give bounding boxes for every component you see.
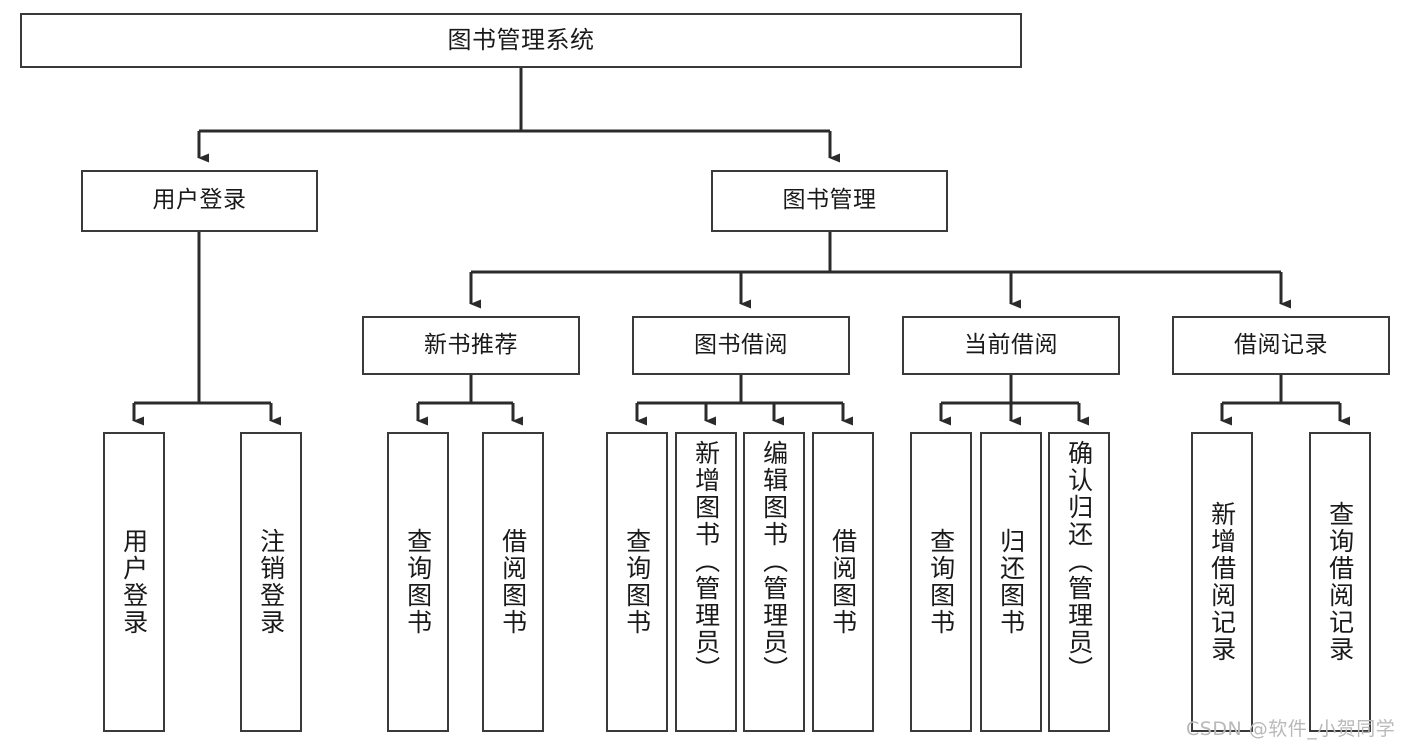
node-book-management[interactable]: 图书管理 [711,170,948,232]
node-leaf-query-record-label: 查询借阅记录 [1325,501,1355,663]
node-leaf-query-book-2[interactable]: 查询图书 [606,432,668,732]
node-leaf-logout[interactable]: 注销登录 [240,432,302,732]
node-leaf-query-book-3-label: 查询图书 [926,528,956,636]
node-root[interactable]: 图书管理系统 [20,13,1022,68]
node-leaf-borrow-book-2[interactable]: 借阅图书 [812,432,874,732]
node-book-borrow[interactable]: 图书借阅 [632,316,850,375]
node-leaf-add-book[interactable]: 新增图书（管理员） [675,432,737,732]
node-new-book-recommend-label: 新书推荐 [424,331,518,358]
node-leaf-add-record-label: 新增借阅记录 [1207,501,1237,663]
node-leaf-add-record[interactable]: 新增借阅记录 [1191,432,1253,732]
node-book-borrow-label: 图书借阅 [694,331,788,358]
node-leaf-edit-book-label: 编辑图书（管理员） [759,440,789,683]
node-root-label: 图书管理系统 [447,26,595,55]
node-book-management-label: 图书管理 [782,187,877,214]
node-leaf-return-book-label: 归还图书 [996,528,1026,636]
node-current-borrow-label: 当前借阅 [964,331,1058,358]
node-leaf-borrow-book-1-label: 借阅图书 [498,528,528,636]
node-leaf-query-book-1-label: 查询图书 [403,528,433,636]
node-leaf-query-record[interactable]: 查询借阅记录 [1309,432,1371,732]
node-new-book-recommend[interactable]: 新书推荐 [362,316,580,375]
node-leaf-user-login-label: 用户登录 [119,528,149,636]
node-leaf-logout-label: 注销登录 [256,528,286,636]
node-current-borrow[interactable]: 当前借阅 [902,316,1120,375]
node-borrow-record[interactable]: 借阅记录 [1172,316,1390,375]
node-leaf-edit-book[interactable]: 编辑图书（管理员） [743,432,805,732]
node-borrow-record-label: 借阅记录 [1234,331,1328,358]
node-user-login[interactable]: 用户登录 [81,170,318,232]
node-leaf-borrow-book-1[interactable]: 借阅图书 [482,432,544,732]
node-leaf-confirm-return[interactable]: 确认归还（管理员） [1048,432,1110,732]
node-leaf-borrow-book-2-label: 借阅图书 [828,528,858,636]
node-user-login-label: 用户登录 [152,187,247,214]
node-leaf-return-book[interactable]: 归还图书 [980,432,1042,732]
node-leaf-query-book-2-label: 查询图书 [622,528,652,636]
node-leaf-confirm-return-label: 确认归还（管理员） [1064,440,1094,683]
node-leaf-query-book-1[interactable]: 查询图书 [387,432,449,732]
watermark: CSDN @软件_小贺同学 [1186,718,1396,740]
node-leaf-query-book-3[interactable]: 查询图书 [910,432,972,732]
node-leaf-add-book-label: 新增图书（管理员） [691,440,721,683]
node-leaf-user-login[interactable]: 用户登录 [103,432,165,732]
